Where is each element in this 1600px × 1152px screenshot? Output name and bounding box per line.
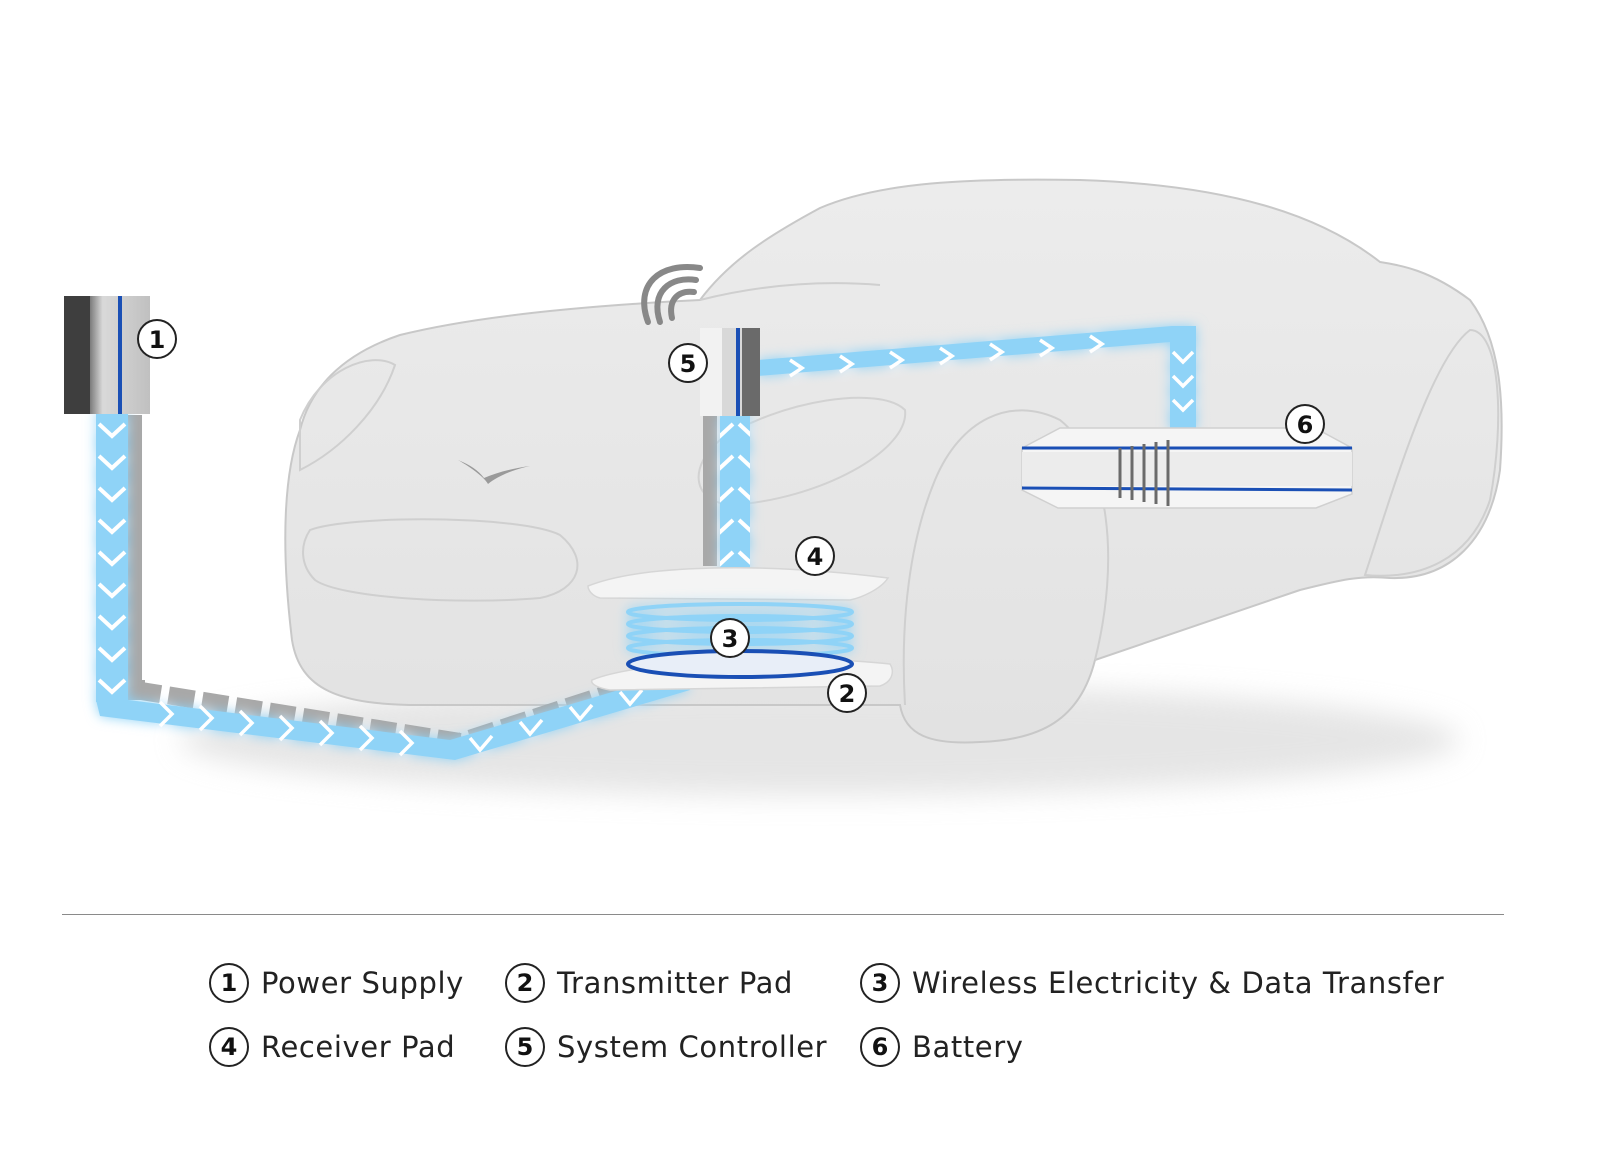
svg-text:5: 5: [680, 350, 697, 378]
legend-number: 2: [505, 963, 545, 1003]
legend-item-transmitter-pad: 2 Transmitter Pad: [505, 960, 793, 1006]
svg-text:3: 3: [722, 625, 739, 653]
callout-6: 6: [1285, 404, 1325, 444]
legend-label: Receiver Pad: [261, 1030, 456, 1064]
legend-label: Transmitter Pad: [557, 966, 794, 1000]
callout-2: 2: [827, 673, 867, 713]
legend-item-receiver-pad: 4 Receiver Pad: [209, 1024, 455, 1070]
legend-item-battery: 6 Battery: [860, 1024, 1024, 1070]
legend-label: Battery: [912, 1030, 1024, 1064]
callout-1: 1: [137, 319, 177, 359]
callout-4: 4: [795, 536, 835, 576]
car-body: [284, 178, 1503, 744]
energy-flow-supply: [96, 412, 690, 760]
legend-number: 5: [505, 1027, 545, 1067]
legend-item-system-controller: 5 System Controller: [505, 1024, 827, 1070]
legend-label: System Controller: [557, 1030, 828, 1064]
legend-item-wireless-transfer: 3 Wireless Electricity & Data Transfer: [860, 960, 1444, 1006]
svg-text:6: 6: [1297, 411, 1314, 439]
svg-text:1: 1: [149, 326, 166, 354]
svg-text:4: 4: [807, 543, 824, 571]
legend-item-power-supply: 1 Power Supply: [209, 960, 464, 1006]
wireless-charging-diagram: 1 2 3 4 5 6: [64, 178, 1503, 795]
legend-number: 3: [860, 963, 900, 1003]
battery-unit: [1021, 427, 1353, 509]
system-controller-unit: [700, 328, 760, 416]
callout-3: 3: [710, 618, 750, 658]
wireless-signal-icon: [641, 264, 703, 325]
legend-divider: [62, 914, 1504, 915]
energy-flow-battery: [758, 326, 1196, 430]
svg-text:2: 2: [839, 680, 856, 708]
legend-label: Power Supply: [261, 966, 464, 1000]
legend-number: 1: [209, 963, 249, 1003]
car-logo-icon: [458, 460, 530, 484]
callout-5: 5: [668, 343, 708, 383]
energy-flow-controller: [703, 416, 750, 572]
power-supply-unit: [64, 296, 150, 414]
transmitter-pad: [590, 649, 893, 691]
ground-shadow: [180, 685, 1460, 795]
legend-number: 4: [209, 1027, 249, 1067]
legend-label: Wireless Electricity & Data Transfer: [912, 966, 1445, 1000]
legend-number: 6: [860, 1027, 900, 1067]
